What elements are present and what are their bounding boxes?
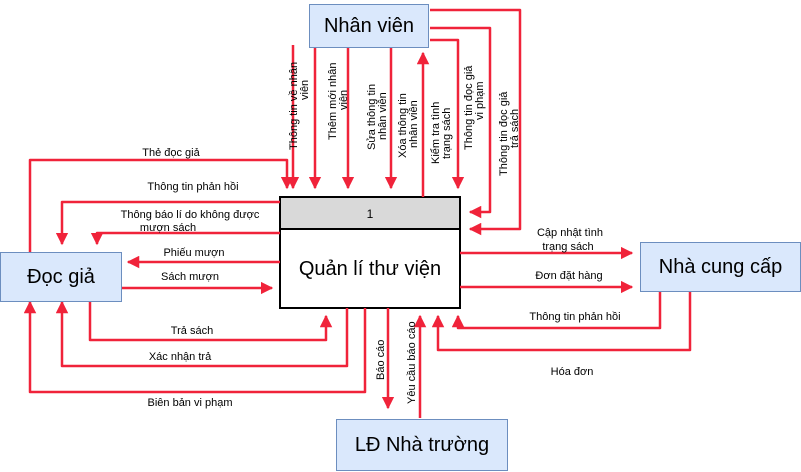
horizontal-labels: Thẻ đọc giả Thông tin phản hồi Thông báo…	[121, 147, 621, 409]
entity-reader: Đọc giả	[0, 252, 122, 302]
label-edit-staff-2: nhân viên	[377, 92, 389, 140]
label-update-status-2: trạng sách	[542, 241, 593, 253]
label-violation-record: Biên bản vi phạm	[148, 397, 233, 409]
label-delete-staff-2: nhân viên	[408, 100, 420, 148]
label-add-staff-2: viên	[338, 90, 350, 110]
arrow-invoice	[431, 292, 692, 352]
arrow-feedback-supplier	[451, 292, 662, 330]
svg-text:Xóa thông tinnhân viên: Xóa thông tinnhân viên	[397, 93, 420, 158]
label-delete-staff-1: Xóa thông tin	[397, 93, 409, 158]
arrow-reason	[90, 231, 280, 246]
label-staff-info-1: Thông tin về nhân	[288, 62, 300, 150]
process-id: 1	[367, 207, 374, 221]
arrow-reader-card	[28, 158, 294, 252]
arrow-violation-record	[23, 300, 367, 394]
label-reason-2: mượn sách	[140, 222, 196, 234]
label-invoice: Hóa đơn	[551, 366, 594, 378]
arrow-return-books	[88, 292, 333, 342]
label-report-request: Yêu cầu báo cáo	[406, 321, 418, 404]
svg-text:Kiểm tra tìnhtrạng sách: Kiểm tra tìnhtrạng sách	[430, 102, 453, 164]
svg-text:Thông tin đọc giảvi phạm: Thông tin đọc giảvi phạm	[463, 65, 486, 150]
label-reason-1: Thông báo lí do không được	[121, 209, 260, 221]
label-return-info-2: trả sách	[509, 109, 521, 148]
label-add-staff-1: Thêm mới nhân	[327, 62, 339, 140]
entity-school: LĐ Nhà trường	[336, 419, 508, 471]
entity-staff: Nhân viên	[309, 4, 429, 48]
label-update-status-1: Cập nhật tình	[537, 227, 603, 239]
label-return-info-1: Thông tin đọc giả	[498, 91, 510, 176]
svg-text:Thông tin về nhânviên: Thông tin về nhânviên	[288, 62, 311, 150]
process-name: Quản lí thư viện	[299, 258, 441, 280]
svg-text:Thêm mới nhânviên: Thêm mới nhânviên	[327, 62, 350, 140]
label-borrowed-books: Sách mượn	[161, 271, 219, 283]
arrow-return-info	[430, 26, 492, 219]
label-violation-info-1: Thông tin đọc giả	[463, 65, 475, 150]
arrow-return-confirm	[55, 300, 349, 368]
label-feedback-reader: Thông tin phản hồi	[147, 181, 238, 193]
arrow-staff-loop	[430, 8, 522, 236]
entity-supplier-label: Nhà cung cấp	[658, 255, 783, 278]
svg-text:Sửa thông tinnhân viên: Sửa thông tinnhân viên	[366, 84, 389, 150]
label-reader-card: Thẻ đọc giả	[142, 147, 200, 159]
label-report: Báo cáo	[375, 340, 387, 380]
vertical-labels: Thông tin về nhânviên Thêm mới nhânviên …	[288, 62, 521, 404]
entity-supplier: Nhà cung cấp	[640, 242, 801, 292]
label-check-status-1: Kiểm tra tình	[430, 102, 442, 164]
svg-text:Thông tin đọc giảtrả sách: Thông tin đọc giảtrả sách	[498, 91, 521, 176]
label-return-confirm: Xác nhận trả	[149, 351, 212, 363]
arrow-feedback-reader	[55, 200, 280, 246]
label-order: Đơn đặt hàng	[535, 270, 602, 282]
label-violation-info-2: vi phạm	[474, 81, 486, 120]
label-edit-staff-1: Sửa thông tin	[366, 84, 378, 150]
entity-reader-label: Đọc giả	[27, 265, 95, 288]
label-return-books: Trả sách	[171, 325, 213, 337]
process-box: 1 Quản lí thư viện	[279, 196, 461, 309]
entity-school-label: LĐ Nhà trường	[354, 433, 490, 456]
entity-staff-label: Nhân viên	[323, 14, 415, 37]
arrow-violation-info	[430, 38, 465, 190]
label-staff-info-2: viên	[299, 80, 311, 100]
label-feedback-supplier: Thông tin phản hồi	[529, 311, 620, 323]
flow-arrows	[23, 8, 692, 418]
label-borrow-slip: Phiếu mượn	[163, 247, 224, 259]
label-check-status-2: trạng sách	[441, 108, 453, 159]
